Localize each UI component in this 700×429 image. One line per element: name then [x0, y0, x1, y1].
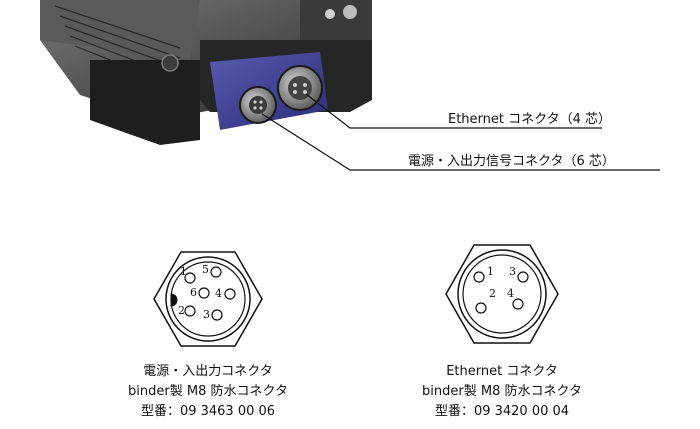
pin-hole-4	[512, 298, 524, 310]
pin-hole-5	[210, 266, 222, 278]
callout-leaders	[261, 93, 660, 171]
pin-label-6: 6	[190, 286, 197, 299]
pin-label-3: 3	[509, 265, 516, 278]
ethernet-callout-label: Ethernet コネクタ（4 芯）	[448, 112, 612, 127]
four-pin-caption-model: 型番：09 3420 00 04	[434, 404, 570, 419]
six-pin-connector-face	[153, 251, 263, 347]
pin-label-1: 1	[487, 265, 494, 278]
device-rendering	[40, 0, 372, 145]
four-pin-caption-maker: binder製 M8 防水コネクタ	[422, 384, 582, 399]
six-pin-caption-model: 型番：09 3463 00 06	[140, 404, 276, 419]
power-io-callout-label: 電源・入出力信号コネクタ（6 芯）	[408, 154, 615, 169]
pin-label-3: 3	[203, 308, 210, 321]
six-pin-caption-maker: binder製 M8 防水コネクタ	[128, 384, 288, 399]
four-pin-connector-face	[445, 244, 559, 344]
four-pin-caption: Ethernet コネクタ binder製 M8 防水コネクタ 型番：09 34…	[392, 362, 612, 422]
six-pin-caption-title: 電源・入出力コネクタ	[143, 364, 273, 379]
pin-hole-3	[211, 309, 223, 321]
pin-hole-4	[224, 288, 236, 300]
pin-hole-1	[473, 271, 485, 283]
four-pin-caption-title: Ethernet コネクタ	[446, 364, 558, 379]
pin-label-5: 5	[202, 263, 209, 276]
pin-hole-3	[517, 271, 529, 283]
pin-hole-6	[198, 287, 210, 299]
pin-label-2: 2	[178, 304, 185, 317]
six-pin-caption: 電源・入出力コネクタ binder製 M8 防水コネクタ 型番：09 3463 …	[98, 362, 318, 422]
pin-label-1: 1	[180, 265, 187, 278]
pin-hole-2	[475, 302, 487, 314]
pin-label-4: 4	[215, 287, 222, 300]
pin-hole-2	[184, 305, 196, 317]
pin-label-2: 2	[489, 287, 496, 300]
pin-label-4: 4	[507, 287, 514, 300]
pin-hole-1	[184, 272, 196, 284]
